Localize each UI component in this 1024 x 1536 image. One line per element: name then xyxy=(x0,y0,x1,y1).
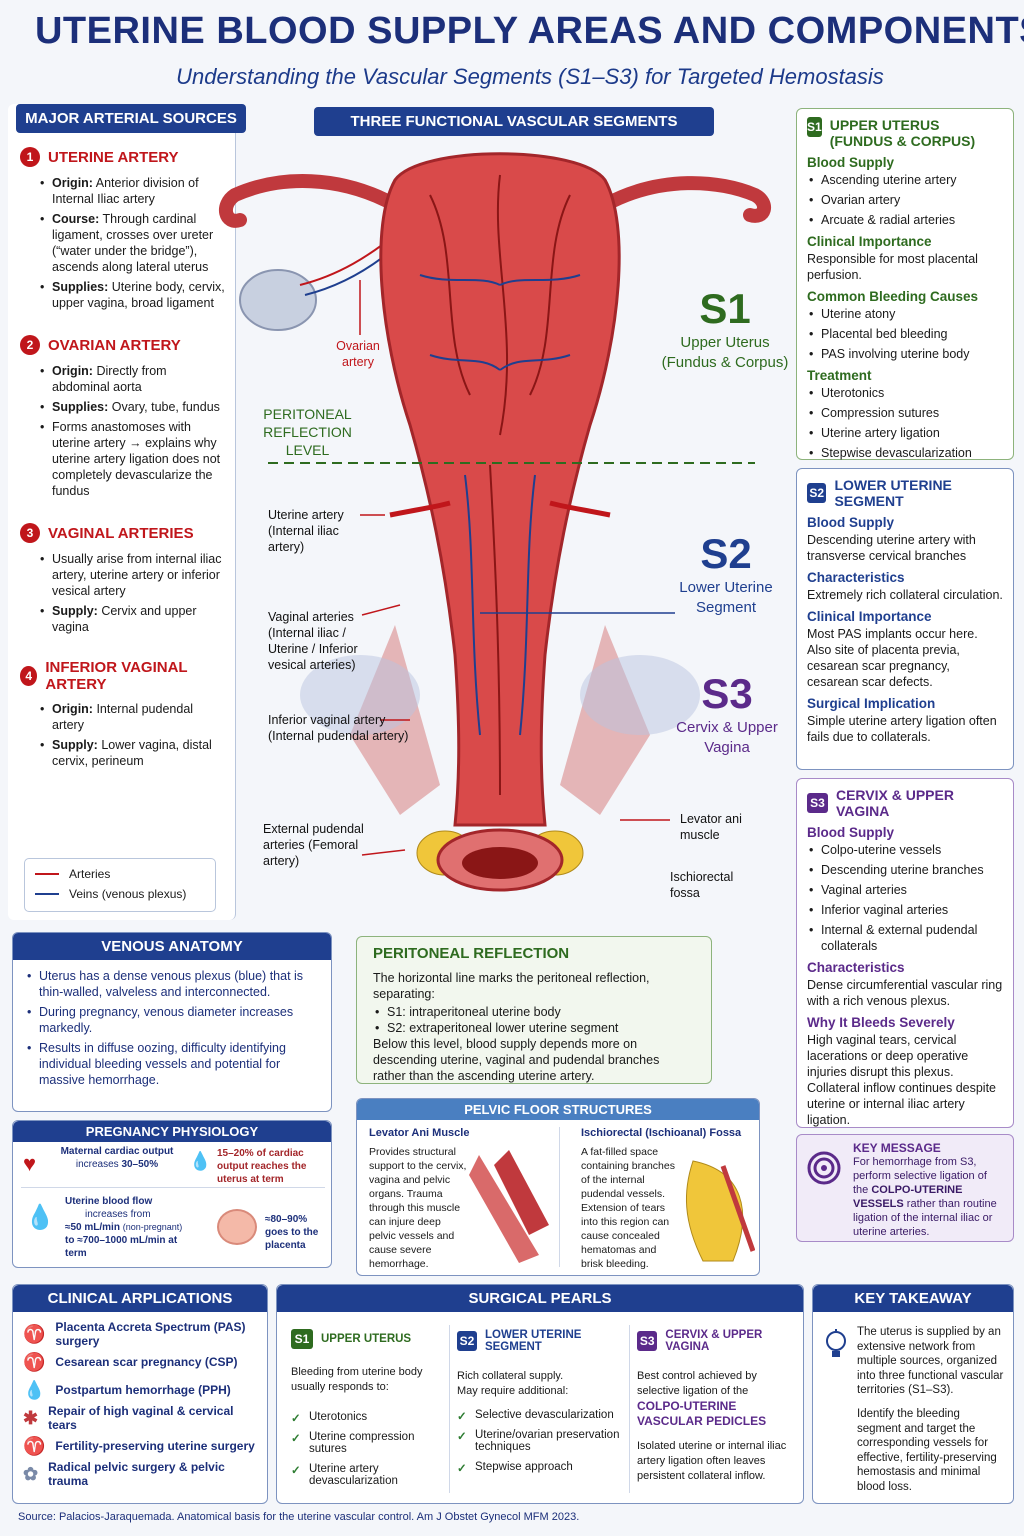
levator-ani-label: Levator ani muscle xyxy=(680,812,742,842)
uterine-artery-label: Uterine artery (Internal iliac artery) xyxy=(268,508,344,554)
vaginal-arteries-heading: 3 VAGINAL ARTERIES xyxy=(20,523,225,543)
left-fallopian-tube xyxy=(219,174,402,228)
s2-marker: S2 Lower Uterine Segment xyxy=(679,530,773,616)
clinical-item: ✱Repair of high vaginal & cervical tears xyxy=(23,1404,234,1432)
blood-drop-icon: 💧 xyxy=(23,1379,46,1400)
right-fallopian-tube xyxy=(598,176,771,223)
vessel-icon: ✱ xyxy=(23,1407,39,1428)
ovary xyxy=(239,269,317,331)
inferior-vaginal-artery-heading: 4 INFERIOR VAGINAL ARTERY xyxy=(20,659,225,693)
uterus-icon: ♈ xyxy=(23,1351,46,1372)
s3-badge: S3 xyxy=(807,793,828,813)
peritoneal-level-label: PERITONEAL REFLECTION LEVEL xyxy=(263,406,352,458)
key-takeaway-panel: KEY TAKEAWAY The uterus is supplied by a… xyxy=(812,1284,1014,1504)
s1-marker: S1 Upper Uterus (Fundus & Corpus) xyxy=(661,285,789,371)
uterus-illustration xyxy=(219,152,771,892)
vein-line-swatch xyxy=(35,893,59,895)
inferior-vaginal-artery-list: Origin: Internal pudendal artery Supply:… xyxy=(38,701,225,769)
arterial-sources-panel: MAJOR ARTERIAL SOURCES 1 UTERINE ARTERY … xyxy=(8,104,246,920)
s2-badge: S2 xyxy=(807,483,827,503)
key-message-panel: KEY MESSAGE For hemorrhage from S3, perf… xyxy=(796,1134,1014,1242)
uterine-artery-heading: 1 UTERINE ARTERY xyxy=(20,147,225,167)
clinical-item: ♈Fertility-preserving uterine surgery xyxy=(23,1435,255,1456)
key-message-text: For hemorrhage from S3, perform selectiv… xyxy=(853,1156,997,1238)
right-uterine-artery xyxy=(549,500,611,518)
uterine-artery-list: Origin: Anterior division of Internal Il… xyxy=(38,175,225,311)
peritoneal-reflection-panel: PERITONEAL REFLECTION The horizontal lin… xyxy=(356,936,712,1084)
lightbulb-icon xyxy=(826,1329,846,1357)
heart-icon: ♥ xyxy=(23,1151,37,1176)
clinical-item: 💧Postpartum hemorrhage (PPH) xyxy=(23,1379,231,1400)
inferior-vaginal-label: Inferior vaginal artery (Internal pudend… xyxy=(268,713,409,743)
clinical-item: ✿Radical pelvic surgery & pelvic trauma xyxy=(23,1460,225,1488)
s1-badge: S1 xyxy=(807,117,822,137)
uterus-icon: ♈ xyxy=(23,1435,46,1456)
ischiorectal-label: Ischiorectal fossa xyxy=(670,870,734,900)
water-drop-icon: 💧 xyxy=(25,1204,55,1231)
vaginal-arteries-list: Usually arise from internal iliac artery… xyxy=(38,551,225,635)
clinical-item: ♈Placenta Accreta Spectrum (PAS) surgery xyxy=(23,1320,246,1348)
vessel-legend: Arteries Veins (venous plexus) xyxy=(24,858,216,912)
source-citation: Source: Palacios-Jaraquemada. Anatomical… xyxy=(18,1511,580,1523)
clinical-applications-panel: CLINICAL ARPLICATIONS ♈Placenta Accreta … xyxy=(12,1284,268,1504)
pregnancy-physiology-panel: PREGNANCY PHYSIOLOGY ♥ Maternal cardiac … xyxy=(12,1120,332,1268)
segments-heading: THREE FUNCTIONAL VASCULAR SEGMENTS xyxy=(314,107,714,136)
s3-panel: S3 CERVIX & UPPER VAGINA Blood Supply Co… xyxy=(796,778,1014,1128)
ischiorectal-fossa-image xyxy=(686,1160,755,1262)
blood-drops-icon: 💧 xyxy=(189,1151,212,1171)
pelvic-floor-panel: PELVIC FLOOR STRUCTURES Levator Ani Musc… xyxy=(356,1098,760,1276)
ovarian-artery-label: Ovarian artery xyxy=(336,339,380,369)
venous-anatomy-panel: VENOUS ANATOMY Uterus has a dense venous… xyxy=(12,932,332,1112)
uterus-icon: ♈ xyxy=(23,1323,46,1344)
placenta-icon xyxy=(217,1209,257,1245)
page-title: UTERINE BLOOD SUPPLY AREAS AND COMPONENT… xyxy=(34,10,1024,52)
s3-marker: S3 Cervix & Upper Vagina xyxy=(676,670,778,756)
levator-ani-image xyxy=(469,1150,549,1263)
external-pudendal-label: External pudendal arteries (Femoral arte… xyxy=(263,822,364,868)
pelvic-floor-heading: PELVIC FLOOR STRUCTURES xyxy=(357,1099,759,1120)
s1-panel: S1 UPPER UTERUS (FUNDUS & CORPUS) Blood … xyxy=(796,108,1014,461)
page-subtitle: Understanding the Vascular Segments (S1–… xyxy=(176,64,884,89)
uterus-body xyxy=(379,152,621,827)
ovarian-artery-heading: 2 OVARIAN ARTERY xyxy=(20,335,225,355)
s2-panel: S2 LOWER UTERINE SEGMENT Blood Supply De… xyxy=(796,468,1014,770)
vaginal-arteries-label: Vaginal arteries (Internal iliac / Uteri… xyxy=(268,610,358,672)
pelvis-icon: ✿ xyxy=(23,1463,39,1484)
ovarian-artery-list: Origin: Directly from abdominal aorta Su… xyxy=(38,363,225,499)
uterine-vessel-network xyxy=(419,174,581,796)
clinical-item: ♈Cesarean scar pregnancy (CSP) xyxy=(23,1351,238,1372)
left-uterine-artery xyxy=(389,500,451,518)
artery-line-swatch xyxy=(35,873,59,875)
arterial-sources-heading: MAJOR ARTERIAL SOURCES xyxy=(16,104,246,133)
target-icon xyxy=(807,1151,841,1185)
